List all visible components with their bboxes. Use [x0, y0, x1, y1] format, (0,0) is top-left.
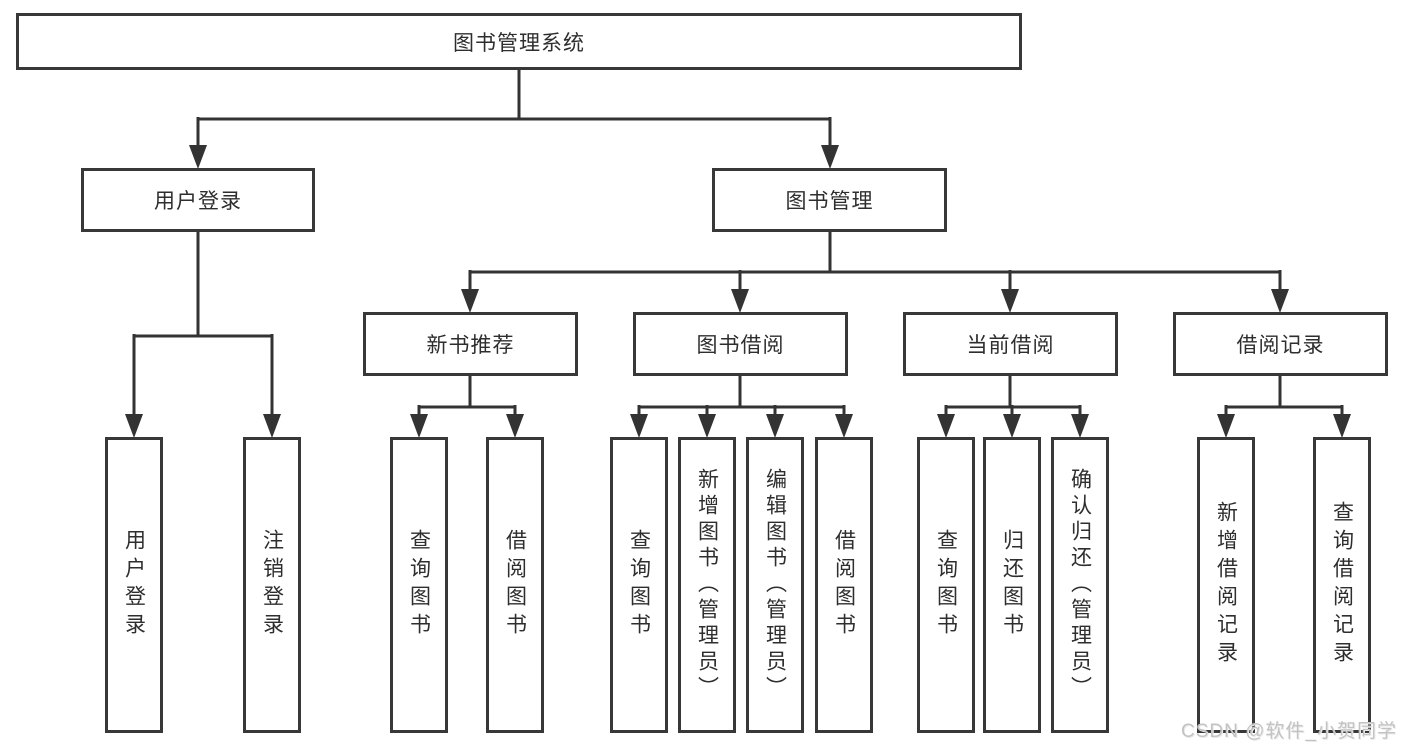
leaf-add-borrow-record-label: 新增借阅记录 — [1214, 501, 1238, 669]
leaf-current-query-books: 查询图书 — [917, 437, 975, 733]
leaf-borrow-books-label: 借阅图书 — [832, 529, 856, 641]
leaf-logout-label: 注销登录 — [260, 529, 284, 641]
leaf-current-query-books-label: 查询图书 — [934, 529, 958, 641]
node-book-management: 图书管理 — [712, 168, 947, 232]
leaf-newbook-query-books: 查询图书 — [390, 437, 448, 733]
leaf-add-books-admin: 新增图书（管理员） — [678, 437, 736, 733]
watermark: CSDN @软件_小贺同学 — [1181, 721, 1397, 742]
node-current-borrow: 当前借阅 — [903, 312, 1118, 376]
node-current-borrow-label: 当前借阅 — [966, 334, 1055, 357]
node-new-book-recommend: 新书推荐 — [363, 312, 578, 376]
node-borrow-record: 借阅记录 — [1173, 312, 1388, 376]
leaf-user-login-label: 用户登录 — [122, 529, 146, 641]
leaf-confirm-return-admin-label: 确认归还（管理员） — [1068, 468, 1092, 702]
node-root-label: 图书管理系统 — [453, 31, 585, 55]
leaf-borrow-query-books: 查询图书 — [610, 437, 668, 733]
node-user-login-label: 用户登录 — [154, 190, 242, 213]
node-user-login: 用户登录 — [81, 168, 315, 232]
node-new-book-recommend-label: 新书推荐 — [426, 334, 515, 357]
node-book-management-label: 图书管理 — [785, 190, 874, 213]
leaf-query-borrow-record-label: 查询借阅记录 — [1330, 501, 1354, 669]
leaf-query-borrow-record: 查询借阅记录 — [1313, 437, 1371, 733]
node-book-borrow: 图书借阅 — [633, 312, 848, 376]
leaf-borrow-books: 借阅图书 — [815, 437, 873, 733]
node-borrow-record-label: 借阅记录 — [1236, 334, 1325, 357]
leaf-newbook-query-books-label: 查询图书 — [407, 529, 431, 641]
node-book-borrow-label: 图书借阅 — [696, 334, 785, 357]
leaf-edit-books-admin-label: 编辑图书（管理员） — [763, 468, 787, 702]
leaf-user-login: 用户登录 — [105, 437, 163, 733]
leaf-logout: 注销登录 — [243, 437, 301, 733]
leaf-newbook-borrow-books-label: 借阅图书 — [503, 529, 527, 641]
leaf-newbook-borrow-books: 借阅图书 — [486, 437, 544, 733]
leaf-edit-books-admin: 编辑图书（管理员） — [746, 437, 804, 733]
leaf-confirm-return-admin: 确认归还（管理员） — [1051, 437, 1109, 733]
leaf-return-books-label: 归还图书 — [1000, 529, 1024, 641]
leaf-return-books: 归还图书 — [983, 437, 1041, 733]
leaf-borrow-query-books-label: 查询图书 — [627, 529, 651, 641]
node-root: 图书管理系统 — [16, 13, 1022, 70]
leaf-add-borrow-record: 新增借阅记录 — [1197, 437, 1255, 733]
leaf-add-books-admin-label: 新增图书（管理员） — [695, 468, 719, 702]
